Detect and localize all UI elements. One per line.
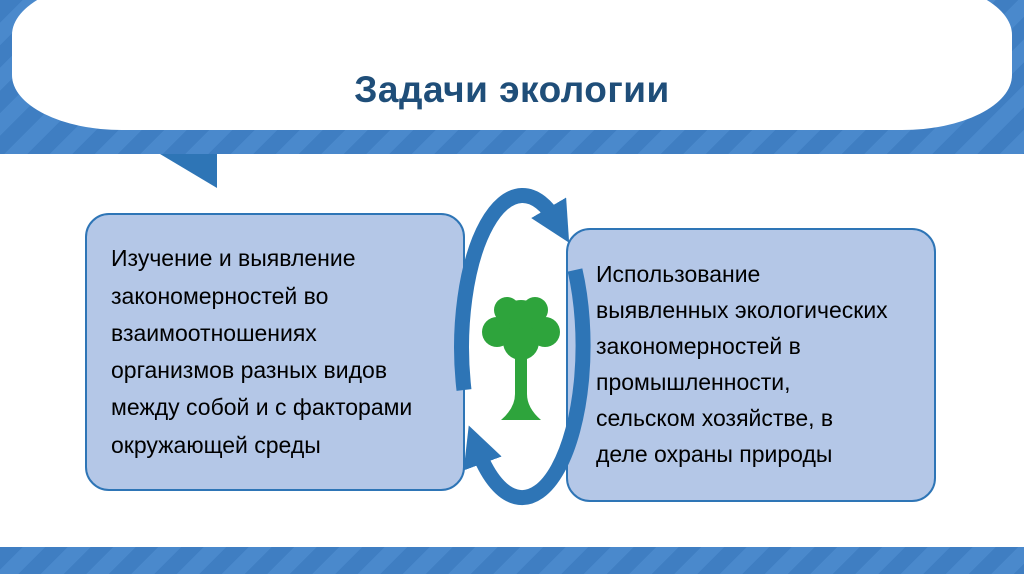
- header-banner: Задачи экологии: [0, 0, 1024, 154]
- slide-title: Задачи экологии: [354, 69, 670, 111]
- title-plate: Задачи экологии: [12, 0, 1012, 130]
- right-text-box: Использование выявленных экологических з…: [566, 228, 936, 502]
- footer-stripe: [0, 547, 1024, 574]
- header-accent-triangle: [160, 154, 217, 188]
- left-text: Изучение и выявление закономерностей во …: [111, 245, 413, 458]
- right-text: Использование выявленных экологических з…: [596, 261, 888, 467]
- cycle-arrows-icon: [454, 187, 591, 506]
- tree-icon: [482, 297, 560, 420]
- left-text-box: Изучение и выявление закономерностей во …: [85, 213, 465, 491]
